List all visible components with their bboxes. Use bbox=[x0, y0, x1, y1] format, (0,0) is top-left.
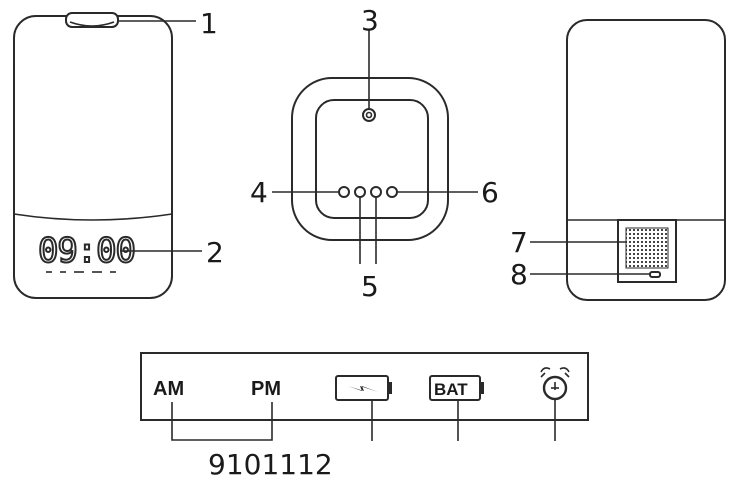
battery-label: BAT bbox=[434, 380, 468, 399]
callout-2: 2 bbox=[206, 236, 224, 269]
battery-icon: BAT bbox=[429, 375, 484, 401]
top-button bbox=[65, 12, 119, 28]
speaker-grille bbox=[625, 227, 669, 269]
callout-3: 3 bbox=[361, 4, 379, 37]
pm-indicator: PM bbox=[251, 378, 281, 400]
callout-5: 5 bbox=[361, 270, 379, 303]
callout-7: 7 bbox=[510, 226, 528, 259]
front-view: 09:00 1 2 bbox=[13, 7, 224, 299]
back-view: 7 8 bbox=[510, 19, 726, 301]
callout-1: 1 bbox=[200, 7, 218, 40]
top-button-5a bbox=[354, 186, 366, 198]
back-body bbox=[566, 19, 726, 301]
top-view: 3 4 6 5 bbox=[250, 4, 499, 303]
display-time: 09:00 bbox=[38, 231, 136, 271]
am-indicator: AM bbox=[153, 378, 184, 400]
callout-9-10-11-12: 9101112 bbox=[208, 448, 333, 481]
callout-6: 6 bbox=[481, 176, 499, 209]
top-center-button bbox=[362, 108, 376, 122]
callout-8: 8 bbox=[510, 258, 528, 291]
top-button-4 bbox=[338, 186, 350, 198]
usb-port bbox=[649, 271, 661, 278]
display-band-divider bbox=[13, 213, 173, 221]
indicator-panel: AM PM BAT 9101112 bbox=[140, 352, 589, 481]
top-button-5b bbox=[370, 186, 382, 198]
alarm-clock-icon bbox=[540, 367, 570, 401]
top-button-6 bbox=[386, 186, 398, 198]
callout-4: 4 bbox=[250, 176, 268, 209]
charging-icon bbox=[335, 375, 392, 401]
